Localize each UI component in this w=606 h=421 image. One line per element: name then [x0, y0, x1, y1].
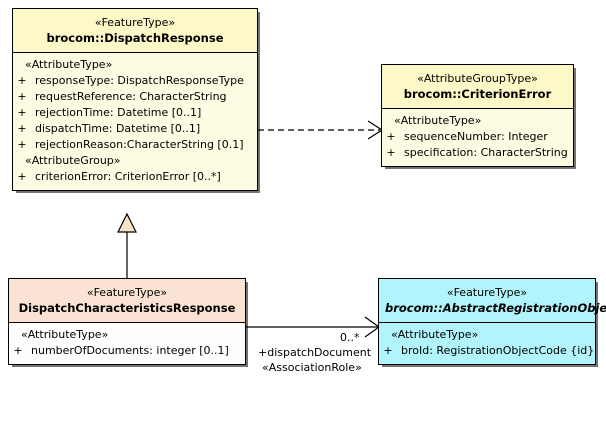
attribute-row: + responseType: DispatchResponseType	[13, 73, 257, 89]
attribute-group-label: «AttributeGroup»	[25, 154, 121, 167]
class-stereotype: «FeatureType»	[86, 286, 168, 299]
association-role-name: +dispatchDocument	[258, 346, 372, 359]
class-body: «AttributeType» + responseType: Dispatch…	[13, 53, 257, 190]
attribute-row: + sequenceNumber: Integer	[382, 129, 573, 145]
class-stereotype: «FeatureType»	[94, 16, 176, 29]
visibility-marker: +	[17, 74, 27, 87]
attribute-row: + broId: RegistrationObjectCode {id}	[379, 343, 595, 359]
class-header: «AttributeGroupType» brocom::CriterionEr…	[382, 65, 573, 109]
attribute-row: + dispatchTime: Datetime [0..1]	[13, 121, 257, 137]
association-multiplicity: 0..*	[340, 331, 360, 344]
class-header: «FeatureType» DispatchCharacteristicsRes…	[9, 279, 245, 323]
dependency-connector[interactable]	[258, 118, 386, 142]
visibility-marker: +	[13, 344, 23, 357]
attribute-text: rejectionTime: Datetime [0..1]	[35, 106, 202, 119]
generalization-connector[interactable]	[116, 212, 138, 280]
class-header: «FeatureType» brocom::AbstractRegistrati…	[379, 279, 606, 323]
visibility-marker: +	[17, 122, 27, 135]
class-dispatch-response[interactable]: «FeatureType» brocom::DispatchResponse «…	[12, 8, 258, 191]
visibility-marker: +	[17, 170, 27, 183]
attribute-group-label: «AttributeType»	[25, 58, 113, 71]
attribute-group-label: «AttributeType»	[391, 328, 479, 341]
attribute-text: numberOfDocuments: integer [0..1]	[31, 344, 229, 357]
attribute-text: responseType: DispatchResponseType	[35, 74, 244, 87]
class-header: «FeatureType» brocom::DispatchResponse	[13, 9, 257, 53]
association-connector[interactable]	[246, 314, 382, 340]
generalization-triangle	[117, 212, 137, 233]
attribute-text: specification: CharacterString	[404, 146, 568, 159]
class-stereotype: «AttributeGroupType»	[417, 72, 538, 85]
attribute-row: + specification: CharacterString	[382, 145, 573, 161]
attribute-row: + numberOfDocuments: integer [0..1]	[9, 343, 245, 359]
visibility-marker: +	[386, 130, 396, 143]
attribute-row: + criterionError: CriterionError [0..*]	[13, 169, 257, 185]
visibility-marker: +	[17, 138, 27, 151]
attribute-text: sequenceNumber: Integer	[404, 130, 548, 143]
attribute-text: requestReference: CharacterString	[35, 90, 227, 103]
attribute-text: rejectionReason:CharacterString [0.1]	[35, 138, 244, 151]
class-body: «AttributeType» + sequenceNumber: Intege…	[382, 109, 573, 166]
visibility-marker: +	[17, 106, 27, 119]
attribute-text: criterionError: CriterionError [0..*]	[35, 170, 221, 183]
class-name: brocom::CriterionError	[403, 87, 552, 101]
attribute-row: + requestReference: CharacterString	[13, 89, 257, 105]
class-name: brocom::AbstractRegistrationObject	[385, 301, 606, 315]
attribute-text: broId: RegistrationObjectCode {id}	[401, 344, 595, 357]
class-name: DispatchCharacteristicsResponse	[18, 301, 236, 315]
visibility-marker: +	[386, 146, 396, 159]
association-stereotype: «AssociationRole»	[262, 361, 362, 374]
class-abstract-registration-object[interactable]: «FeatureType» brocom::AbstractRegistrati…	[378, 278, 606, 365]
attribute-group-label: «AttributeType»	[21, 328, 109, 341]
attribute-row: + rejectionTime: Datetime [0..1]	[13, 105, 257, 121]
class-dispatch-characteristics-response[interactable]: «FeatureType» DispatchCharacteristicsRes…	[8, 278, 246, 365]
visibility-marker: +	[17, 90, 27, 103]
attribute-text: dispatchTime: Datetime [0..1]	[35, 122, 201, 135]
attribute-group-label: «AttributeType»	[394, 114, 482, 127]
class-name: brocom::DispatchResponse	[46, 31, 224, 45]
class-criterion-error[interactable]: «AttributeGroupType» brocom::CriterionEr…	[381, 64, 574, 167]
attribute-row: + rejectionReason:CharacterString [0.1]	[13, 137, 257, 153]
class-stereotype: «FeatureType»	[446, 286, 528, 299]
class-body: «AttributeType» + numberOfDocuments: int…	[9, 323, 245, 364]
class-body: «AttributeType» + broId: RegistrationObj…	[379, 323, 595, 364]
visibility-marker: +	[383, 344, 393, 357]
